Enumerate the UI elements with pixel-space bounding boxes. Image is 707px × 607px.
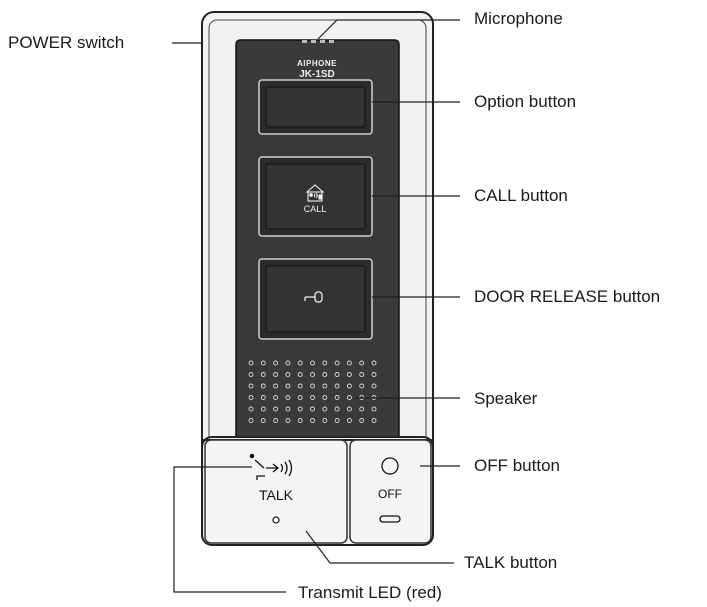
speaker-hole: [322, 360, 328, 366]
speaker-grille: [248, 360, 377, 423]
callout-call-button: CALL button: [474, 186, 568, 205]
speaker-hole: [285, 372, 291, 377]
callout-transmit-led: Transmit LED (red): [298, 583, 442, 602]
talk-label: TALK: [259, 487, 294, 503]
speaker-hole: [248, 418, 254, 423]
call-label: CALL: [304, 204, 327, 214]
speaker-hole: [310, 383, 315, 389]
speaker-hole: [273, 372, 279, 377]
speaker-hole: [334, 406, 340, 412]
callout-option-button: Option button: [474, 92, 577, 111]
speaker-hole: [371, 360, 377, 366]
speaker-hole: [322, 395, 328, 400]
callout-talk-button: TALK button: [464, 553, 558, 572]
speaker-hole: [273, 383, 279, 389]
transmit-led: [272, 516, 280, 524]
speaker-hole: [334, 395, 340, 400]
speaker-hole: [285, 406, 291, 412]
speaker-hole: [322, 406, 328, 412]
speaker-hole: [334, 418, 340, 423]
door-release-button[interactable]: [258, 258, 373, 340]
speaker-hole: [285, 395, 291, 400]
speaker-hole: [297, 383, 303, 389]
intercom-call-icon: [305, 184, 325, 202]
speaker-hole: [359, 406, 365, 412]
speaker-hole: [346, 418, 352, 423]
leader-led: [173, 466, 286, 593]
speaker-hole: [285, 418, 291, 423]
speaker-hole: [346, 360, 352, 366]
speaker-hole: [285, 383, 291, 389]
speaker-hole: [371, 406, 377, 412]
speaker-hole: [297, 395, 303, 400]
speaker-hole: [297, 406, 303, 412]
speaker-hole: [260, 372, 266, 377]
off-circle-icon: [381, 457, 399, 475]
speaker-hole: [359, 383, 365, 389]
speaker-hole: [248, 383, 254, 389]
speaker-hole: [260, 395, 266, 400]
option-button[interactable]: [258, 79, 373, 135]
leader-microphone: [317, 19, 460, 40]
speaker-hole: [285, 360, 291, 366]
speaker-hole: [346, 395, 352, 400]
speaker-hole: [359, 418, 365, 423]
speaker-hole: [334, 383, 340, 389]
speaker-hole: [310, 406, 315, 412]
callout-off-button: OFF button: [474, 456, 560, 475]
speaker-hole: [297, 372, 303, 377]
talk-transmit-icon: [249, 453, 293, 480]
speaker-hole: [359, 372, 365, 377]
speaker-hole: [346, 383, 352, 389]
brand-logo: AIPHONE: [297, 59, 337, 68]
speaker-hole: [322, 383, 328, 389]
speaker-hole: [310, 360, 315, 366]
speaker-hole: [248, 372, 254, 377]
speaker-hole: [371, 383, 377, 389]
speaker-hole: [334, 372, 340, 377]
callout-door-release-button: DOOR RELEASE button: [474, 287, 661, 306]
speaker-hole: [371, 372, 377, 377]
speaker-hole: [346, 372, 352, 377]
speaker-hole: [297, 418, 303, 423]
speaker-hole: [310, 372, 315, 377]
speaker-hole: [359, 360, 365, 366]
speaker-hole: [297, 360, 303, 366]
model-name: JK-1SD: [299, 69, 335, 80]
speaker-hole: [334, 360, 340, 366]
speaker-hole: [260, 383, 266, 389]
callout-microphone: Microphone: [474, 9, 563, 28]
speaker-hole: [260, 406, 266, 412]
speaker-hole: [322, 372, 328, 377]
off-indicator: [379, 515, 401, 523]
speaker-hole: [322, 418, 328, 423]
speaker-hole: [273, 418, 279, 423]
speaker-hole: [346, 406, 352, 412]
talk-button[interactable]: TALK: [204, 439, 348, 544]
speaker-hole: [371, 418, 377, 423]
off-button[interactable]: OFF: [349, 439, 432, 544]
speaker-hole: [273, 406, 279, 412]
speaker-hole: [260, 418, 266, 423]
speaker-hole: [248, 395, 254, 400]
leader-talk: [305, 530, 454, 564]
call-button[interactable]: CALL: [258, 156, 373, 237]
speaker-hole: [310, 418, 315, 423]
speaker-hole: [273, 395, 279, 400]
speaker-hole: [260, 360, 266, 366]
speaker-hole: [310, 395, 315, 400]
leader-lines: [172, 19, 460, 593]
speaker-hole: [248, 406, 254, 412]
callout-speaker: Speaker: [474, 389, 538, 408]
callout-power-switch: POWER switch: [8, 33, 125, 52]
speaker-hole: [248, 360, 254, 366]
off-label: OFF: [378, 487, 402, 501]
key-icon: [304, 291, 323, 303]
speaker-hole: [273, 360, 279, 366]
microphone: [302, 40, 334, 43]
